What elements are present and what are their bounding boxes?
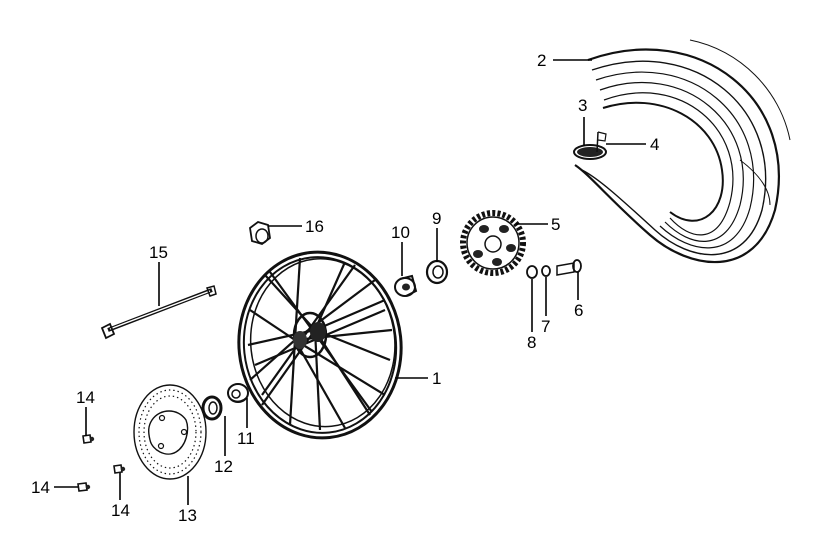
callout-1: 1 xyxy=(432,369,441,388)
callout-12: 12 xyxy=(214,457,233,476)
valve xyxy=(573,131,607,160)
bearing-12 xyxy=(201,395,223,421)
callout-9: 9 xyxy=(432,209,441,228)
callout-2: 2 xyxy=(537,51,546,70)
spacer-11 xyxy=(227,383,249,403)
bolt-and-washers xyxy=(526,259,582,279)
tire xyxy=(574,39,791,263)
callout-labels: 1 2 3 4 5 6 7 8 9 10 11 12 13 14 14 14 1… xyxy=(31,51,659,525)
callout-14-top: 14 xyxy=(76,388,95,407)
sprocket xyxy=(460,210,526,276)
spacer-10 xyxy=(394,274,418,297)
spoked-wheel xyxy=(237,250,403,440)
callout-11: 11 xyxy=(237,429,255,448)
callout-3: 3 xyxy=(578,96,587,115)
callout-7: 7 xyxy=(541,317,550,336)
callout-10: 10 xyxy=(391,223,410,242)
callout-4: 4 xyxy=(650,135,659,154)
brake-disc xyxy=(133,384,207,480)
callout-8: 8 xyxy=(527,333,536,352)
disc-bolts xyxy=(77,434,126,492)
callout-6: 6 xyxy=(574,301,583,320)
callout-13: 13 xyxy=(178,506,197,525)
callout-14-bottom: 14 xyxy=(111,501,130,520)
leader-lines xyxy=(54,59,646,505)
callout-15: 15 xyxy=(149,243,168,262)
axle-nut xyxy=(249,221,271,245)
axle xyxy=(100,285,217,340)
callout-5: 5 xyxy=(551,215,560,234)
callout-16: 16 xyxy=(305,217,324,236)
callout-14-left: 14 xyxy=(31,478,50,497)
bearing-9 xyxy=(425,259,449,285)
